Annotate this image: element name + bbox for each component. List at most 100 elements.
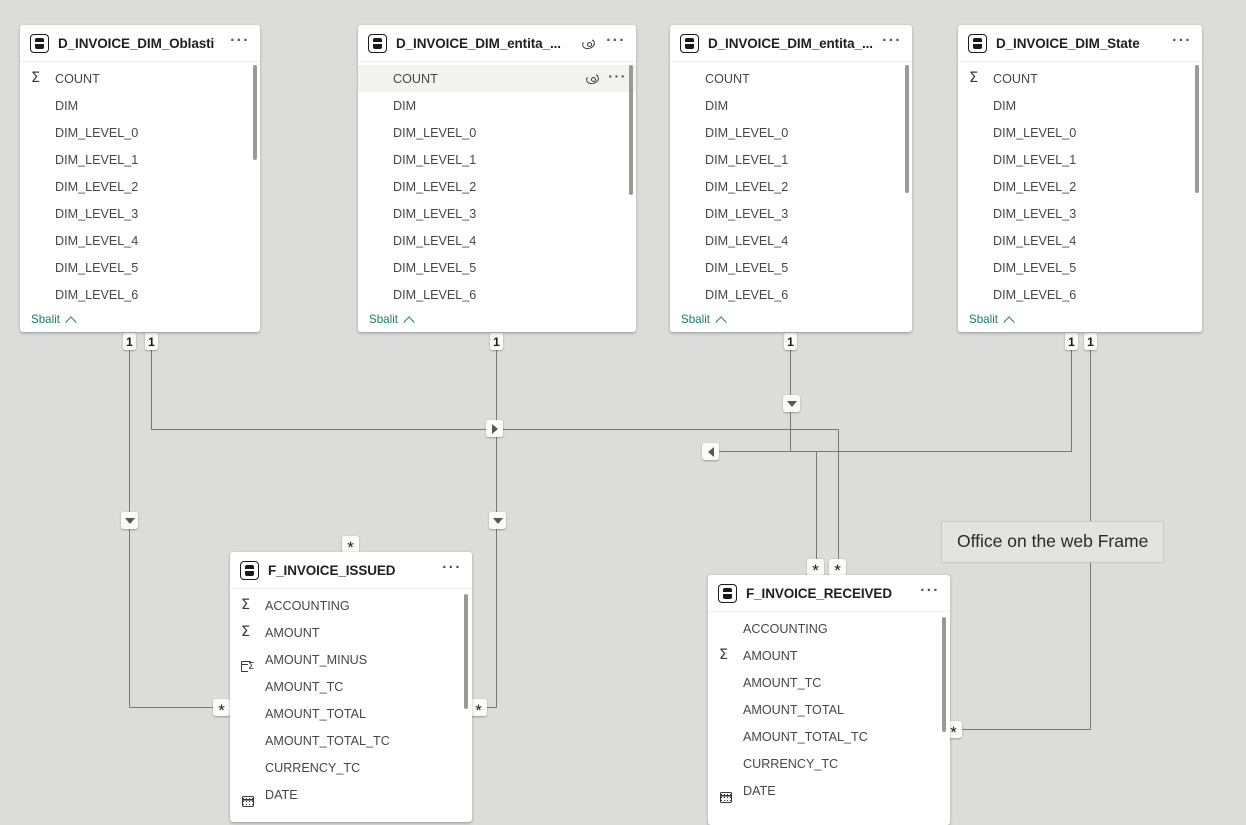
field-row[interactable]: COUNT: [670, 65, 912, 92]
field-row[interactable]: DIM_LEVEL_2: [20, 173, 260, 200]
field-row[interactable]: DIM_LEVEL_5: [670, 254, 912, 281]
table-card-header[interactable]: D_INVOICE_DIM_entita_... ···: [358, 25, 636, 62]
field-row[interactable]: CURRENCY_TC: [708, 750, 950, 777]
cardinality-badge-one[interactable]: 1: [145, 333, 158, 350]
table-card-d-invoice-dim-oblasti[interactable]: D_INVOICE_DIM_Oblasti ··· COUNT DIM DIM_…: [20, 25, 260, 332]
table-card-f-invoice-received[interactable]: F_INVOICE_RECEIVED ··· ACCOUNTING AMOUNT…: [708, 575, 950, 825]
field-row[interactable]: DIM_LEVEL_4: [358, 227, 636, 254]
cross-filter-direction-down-icon[interactable]: [783, 395, 800, 412]
field-row[interactable]: DIM_LEVEL_5: [20, 254, 260, 281]
field-row[interactable]: DIM_LEVEL_5: [358, 254, 636, 281]
field-row[interactable]: AMOUNT_TOTAL_TC: [230, 727, 472, 754]
field-row[interactable]: DATE: [230, 781, 472, 808]
field-row[interactable]: DIM_LEVEL_2: [958, 173, 1202, 200]
field-row[interactable]: DIM_LEVEL_0: [958, 119, 1202, 146]
field-row[interactable]: DIM: [20, 92, 260, 119]
field-row[interactable]: AMOUNT_TC: [230, 673, 472, 700]
table-card-header[interactable]: D_INVOICE_DIM_Oblasti ···: [20, 25, 260, 62]
table-card-header[interactable]: F_INVOICE_ISSUED ···: [230, 552, 472, 589]
field-row[interactable]: AMOUNT_TOTAL: [708, 696, 950, 723]
field-row[interactable]: DIM: [958, 92, 1202, 119]
field-row[interactable]: DIM_LEVEL_1: [358, 146, 636, 173]
field-row[interactable]: AMOUNT_TOTAL: [230, 700, 472, 727]
field-row[interactable]: AMOUNT_TOTAL_TC: [708, 723, 950, 750]
field-row[interactable]: DIM_LEVEL_1: [20, 146, 260, 173]
vertical-scrollbar[interactable]: [1195, 65, 1199, 193]
table-card-f-invoice-issued[interactable]: F_INVOICE_ISSUED ··· ACCOUNTING AMOUNT A…: [230, 552, 472, 822]
field-row[interactable]: DIM_LEVEL_6: [20, 281, 260, 308]
cross-filter-direction-right-icon[interactable]: [486, 420, 503, 437]
field-row[interactable]: DIM_LEVEL_0: [20, 119, 260, 146]
field-row[interactable]: DIM: [358, 92, 636, 119]
field-row[interactable]: ACCOUNTING: [708, 615, 950, 642]
table-more-options-icon[interactable]: ···: [442, 558, 462, 576]
table-more-options-icon[interactable]: ···: [920, 581, 940, 599]
cardinality-badge-one[interactable]: 1: [1084, 333, 1097, 350]
hidden-eye-icon[interactable]: [581, 37, 597, 50]
cardinality-badge-many[interactable]: *: [213, 699, 230, 719]
field-row[interactable]: DIM_LEVEL_3: [20, 200, 260, 227]
field-row[interactable]: CURRENCY_TC: [230, 754, 472, 781]
field-row[interactable]: DIM_LEVEL_3: [670, 200, 912, 227]
field-row[interactable]: ACCOUNTING: [230, 592, 472, 619]
field-row[interactable]: DIM_LEVEL_0: [358, 119, 636, 146]
cardinality-badge-many[interactable]: *: [829, 559, 846, 579]
collapse-button[interactable]: Sbalit: [369, 313, 415, 328]
field-row[interactable]: DIM_LEVEL_6: [358, 281, 636, 308]
vertical-scrollbar[interactable]: [942, 617, 946, 732]
cardinality-badge-many[interactable]: *: [807, 559, 824, 579]
cardinality-badge-one[interactable]: 1: [784, 333, 797, 350]
table-card-d-invoice-dim-state[interactable]: D_INVOICE_DIM_State ··· COUNT DIM DIM_LE…: [958, 25, 1202, 332]
field-row[interactable]: AMOUNT: [708, 642, 950, 669]
field-row[interactable]: DIM_LEVEL_2: [358, 173, 636, 200]
table-card-header[interactable]: F_INVOICE_RECEIVED ···: [708, 575, 950, 612]
cardinality-badge-one[interactable]: 1: [490, 333, 503, 350]
field-row[interactable]: DIM_LEVEL_6: [670, 281, 912, 308]
collapse-button[interactable]: Sbalit: [681, 313, 727, 328]
field-row[interactable]: DIM_LEVEL_3: [958, 200, 1202, 227]
vertical-scrollbar[interactable]: [464, 594, 468, 709]
field-row[interactable]: DIM: [670, 92, 912, 119]
cardinality-badge-one[interactable]: 1: [1065, 333, 1078, 350]
field-row[interactable]: DIM_LEVEL_5: [958, 254, 1202, 281]
collapse-button[interactable]: Sbalit: [31, 313, 77, 328]
field-row[interactable]: DIM_LEVEL_0: [670, 119, 912, 146]
field-row[interactable]: DIM_LEVEL_4: [20, 227, 260, 254]
table-card-d-invoice-dim-entita-3[interactable]: D_INVOICE_DIM_entita_... ··· COUNT DIM D…: [670, 25, 912, 332]
vertical-scrollbar[interactable]: [905, 65, 909, 193]
cross-filter-direction-down-icon[interactable]: [121, 512, 138, 529]
cross-filter-direction-left-icon[interactable]: [702, 443, 719, 460]
table-more-options-icon[interactable]: ···: [1172, 31, 1192, 49]
field-list: COUNT ··· DIM DIM_LEVEL_0 DIM_LEVEL_1 DI…: [358, 62, 636, 308]
table-card-d-invoice-dim-entita-2[interactable]: D_INVOICE_DIM_entita_... ··· COUNT ··· D…: [358, 25, 636, 332]
cross-filter-direction-down-icon[interactable]: [489, 512, 506, 529]
field-more-options-icon[interactable]: ···: [608, 68, 627, 84]
table-more-options-icon[interactable]: ···: [882, 31, 902, 49]
vertical-scrollbar[interactable]: [629, 65, 633, 195]
field-row[interactable]: COUNT: [20, 65, 260, 92]
field-row[interactable]: DIM_LEVEL_6: [958, 281, 1202, 308]
field-row[interactable]: AMOUNT_TC: [708, 669, 950, 696]
cardinality-badge-many[interactable]: *: [470, 699, 487, 719]
field-row[interactable]: COUNT: [958, 65, 1202, 92]
field-row[interactable]: AMOUNT_MINUS: [230, 646, 472, 673]
table-more-options-icon[interactable]: ···: [230, 31, 250, 49]
cardinality-badge-many[interactable]: *: [342, 536, 359, 556]
field-row[interactable]: DIM_LEVEL_4: [670, 227, 912, 254]
field-row[interactable]: DIM_LEVEL_2: [670, 173, 912, 200]
field-row[interactable]: AMOUNT: [230, 619, 472, 646]
field-hidden-eye-icon[interactable]: [585, 72, 601, 85]
table-card-header[interactable]: D_INVOICE_DIM_entita_... ···: [670, 25, 912, 62]
table-card-header[interactable]: D_INVOICE_DIM_State ···: [958, 25, 1202, 62]
table-more-options-icon[interactable]: ···: [606, 31, 626, 49]
field-row[interactable]: DATE: [708, 777, 950, 804]
field-row[interactable]: DIM_LEVEL_3: [358, 200, 636, 227]
field-row[interactable]: COUNT ···: [358, 65, 636, 92]
field-row[interactable]: DIM_LEVEL_1: [958, 146, 1202, 173]
field-row[interactable]: DIM_LEVEL_1: [670, 146, 912, 173]
cardinality-badge-one[interactable]: 1: [123, 333, 136, 350]
field-row[interactable]: DIM_LEVEL_4: [958, 227, 1202, 254]
collapse-button[interactable]: Sbalit: [969, 313, 1015, 328]
vertical-scrollbar[interactable]: [253, 65, 257, 160]
